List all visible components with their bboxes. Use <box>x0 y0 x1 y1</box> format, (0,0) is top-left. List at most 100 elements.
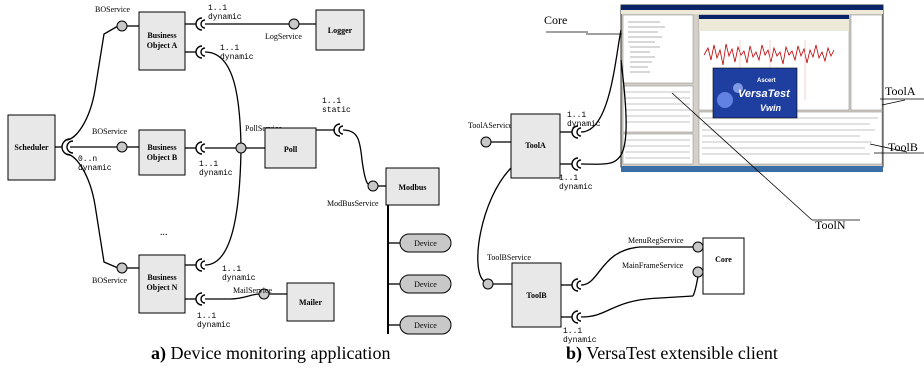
device-3[interactable] <box>399 315 452 335</box>
bo-a-label-1: Business <box>147 31 176 40</box>
boservice-b-label: BOService <box>92 127 128 136</box>
mult-toolb-2: dynamic <box>563 336 597 345</box>
bo-n-service-ball <box>116 262 128 274</box>
bo-b-label-1: Business <box>147 143 176 152</box>
wire-toola-core-2 <box>580 59 627 165</box>
splash-line-3: Vwin <box>760 103 782 113</box>
ellipsis: ... <box>160 227 168 238</box>
business-object-a-box[interactable] <box>138 11 186 71</box>
mult-toola-top-1: 1..1 <box>567 111 586 120</box>
toolb-mainframe-socket <box>571 310 579 324</box>
splash-line-2: VersaTest <box>738 88 791 100</box>
mult-bo-b-poll-1: 1..1 <box>199 160 218 169</box>
mult-bo-n-mail-2: dynamic <box>197 321 231 330</box>
mult-scheduler-1: 0..n <box>78 155 97 164</box>
poll-modbus-socket <box>333 123 341 137</box>
toola-box[interactable] <box>510 113 561 179</box>
mult-poll-modbus-2: static <box>322 106 351 115</box>
bo-b-label-2: Object B <box>147 153 178 162</box>
bo-n-label-2: Object N <box>147 283 178 292</box>
device-monitoring-diagram: Scheduler BOService BOService BOService … <box>7 4 452 335</box>
mailer-box[interactable] <box>286 282 335 322</box>
toolbservice-ball <box>482 278 494 290</box>
mult-toola-mid-2: dynamic <box>559 183 593 192</box>
scheduler-box[interactable] <box>7 114 56 181</box>
business-object-b-box[interactable] <box>138 129 186 176</box>
mult-bo-a-log-1: 1..1 <box>208 4 227 13</box>
mailer-label: Mailer <box>299 298 323 307</box>
mult-bo-a-poll-2: dynamic <box>220 53 254 62</box>
mult-bo-a-poll-1: 1..1 <box>220 44 239 53</box>
toolb-box[interactable] <box>511 262 562 328</box>
mult-bo-n-poll-1: 1..1 <box>222 265 241 274</box>
boservice-n-label: BOService <box>92 276 128 285</box>
mainframeservice-label: MainFrameService <box>622 261 684 270</box>
wire-toola-core <box>580 29 622 133</box>
mainframeservice-ball <box>692 266 704 278</box>
poll-box[interactable] <box>264 127 317 169</box>
wire-scheduler-bo-n <box>65 153 119 269</box>
device-1[interactable] <box>399 233 452 253</box>
wire-toolb-mainframe <box>580 295 694 318</box>
logservice-label: LogService <box>265 32 302 41</box>
caption-a: a) Device monitoring application <box>151 343 390 364</box>
device-2[interactable] <box>399 274 452 294</box>
logger-label: Logger <box>328 26 353 35</box>
scheduler-label: Scheduler <box>14 143 49 152</box>
caption-b: b) VersaTest extensible client <box>566 343 778 364</box>
bo-b-service-ball <box>116 141 128 153</box>
wire-toola-toolb <box>477 167 512 282</box>
poll-label: Poll <box>284 145 298 154</box>
bo-b-poll-socket <box>195 141 203 155</box>
menuregservice-ball <box>692 241 704 253</box>
mult-toolb-1: 1..1 <box>563 327 582 336</box>
callout-core-label: Core <box>544 13 567 27</box>
bo-a-service-ball <box>116 20 128 32</box>
caption-b-text: VersaTest extensible client <box>582 343 778 363</box>
bo-a-poll-socket <box>195 45 203 59</box>
caption-b-prefix: b) <box>566 343 583 363</box>
boservice-a-label: BOService <box>95 5 131 14</box>
bo-a-log-socket <box>195 17 203 31</box>
business-object-n-box[interactable] <box>138 254 186 314</box>
modbus-label: Modbus <box>398 183 426 192</box>
callout-toolb-label: ToolB <box>888 140 918 154</box>
core-box[interactable] <box>702 237 745 295</box>
pollservice-label: PollService <box>245 124 282 133</box>
app-screenshot: Ascert VersaTest Vwin <box>620 4 884 172</box>
bo-a-label-2: Object A <box>147 41 178 50</box>
toolaservice-ball <box>480 136 492 148</box>
menuregservice-label: MenuRegService <box>628 236 684 245</box>
callout-toola-label: ToolA <box>885 84 916 98</box>
modbusservice-ball <box>367 180 379 192</box>
mult-bo-a-log-2: dynamic <box>208 13 242 22</box>
mailservice-label: MailService <box>233 286 273 295</box>
mult-bo-n-poll-2: dynamic <box>222 274 256 283</box>
versatest-client-diagram: Ascert VersaTest Vwin Core ToolA ToolB T… <box>468 4 924 345</box>
wire-scheduler-bo-a <box>65 25 119 141</box>
toolaservice-label: ToolAService <box>468 121 513 130</box>
modbusservice-label: ModBusService <box>327 199 379 208</box>
toolb-menu-socket <box>571 278 579 292</box>
mult-poll-modbus-1: 1..1 <box>322 97 341 106</box>
caption-a-text: Device monitoring application <box>166 343 391 363</box>
toolbservice-label: ToolBService <box>487 253 531 262</box>
mult-toola-top-2: dynamic <box>567 120 601 129</box>
bo-n-mail-socket <box>195 292 203 306</box>
pollservice-ball <box>235 142 247 154</box>
logservice-ball <box>288 18 300 30</box>
modbus-box[interactable] <box>385 167 440 206</box>
logger-box[interactable] <box>315 9 365 51</box>
toola-label: ToolA <box>525 141 546 150</box>
mult-scheduler-2: dynamic <box>78 164 112 173</box>
wire-toolb-menureg <box>580 246 700 286</box>
mult-toola-mid-1: 1..1 <box>559 174 578 183</box>
scheduler-socket <box>61 138 71 156</box>
toola-top-socket <box>571 125 579 139</box>
mult-bo-b-poll-2: dynamic <box>199 169 233 178</box>
mult-bo-n-mail-1: 1..1 <box>197 312 216 321</box>
caption-a-prefix: a) <box>151 343 166 363</box>
device-2-label: Device <box>414 280 437 289</box>
bo-n-poll-socket <box>195 258 203 272</box>
